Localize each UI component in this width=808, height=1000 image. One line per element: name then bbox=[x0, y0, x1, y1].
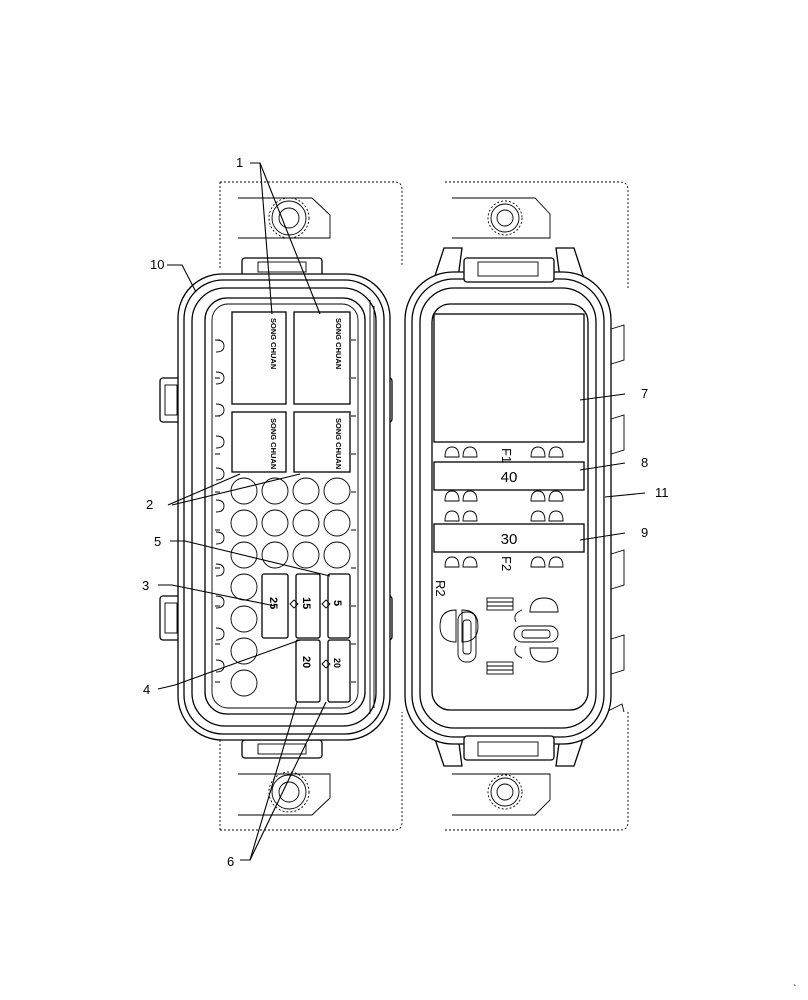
fuse-5-label: 5 bbox=[331, 600, 343, 606]
fuse-cavity bbox=[323, 509, 351, 537]
fuse-cavity bbox=[230, 669, 258, 697]
callout-4: 4 bbox=[143, 682, 150, 697]
fuse-20-left-label: 20 bbox=[300, 656, 312, 668]
wall-notch bbox=[215, 659, 225, 673]
callout-2: 2 bbox=[146, 497, 153, 512]
fuse-40-label: 40 bbox=[501, 469, 518, 486]
fuse-15-label: 15 bbox=[300, 597, 312, 609]
fuse-cavity bbox=[292, 541, 320, 569]
pin-slot bbox=[444, 510, 460, 522]
wall-notch bbox=[215, 371, 225, 385]
fuse-cavity bbox=[292, 477, 320, 505]
pin-slot bbox=[548, 446, 564, 458]
pin-slot bbox=[530, 490, 546, 502]
connector-symbols bbox=[439, 597, 559, 675]
wall-notch bbox=[215, 627, 225, 641]
label-window bbox=[433, 313, 585, 443]
left-mounting-bracket bbox=[219, 181, 403, 831]
wall-notch bbox=[215, 403, 225, 417]
fuse-40: 40 bbox=[433, 461, 585, 491]
pin-slot bbox=[548, 490, 564, 502]
callout-8: 8 bbox=[641, 455, 648, 470]
fuse-30: 30 bbox=[433, 523, 585, 553]
pin-slot bbox=[462, 556, 478, 568]
callout-6: 6 bbox=[227, 854, 234, 869]
fuse-cavity bbox=[230, 541, 258, 569]
callout-1: 1 bbox=[236, 155, 243, 170]
right-fuse-box-cover: 40 30 F1 F2 R2 bbox=[404, 247, 625, 767]
relay-label: SONG CHUAN bbox=[334, 318, 343, 369]
wall-notch bbox=[215, 339, 225, 353]
fuse-15: 15 bbox=[295, 573, 321, 639]
fuse-5: 5 bbox=[327, 573, 351, 639]
fuse-cavity bbox=[323, 541, 351, 569]
pin-slot bbox=[462, 446, 478, 458]
relay-label: SONG CHUAN bbox=[269, 418, 278, 469]
callout-5: 5 bbox=[154, 534, 161, 549]
callout-10: 10 bbox=[150, 257, 164, 272]
pin-slot bbox=[444, 446, 460, 458]
mark-f2: F2 bbox=[499, 556, 514, 571]
mounting-hole-top-right bbox=[490, 203, 520, 233]
left-fuses: 25 15 5 20 20 bbox=[261, 573, 351, 703]
relay-top-right: SONG CHUAN bbox=[293, 311, 351, 405]
fuse-20-left: 20 bbox=[295, 639, 321, 703]
left-side-notches bbox=[215, 339, 225, 673]
pin-slot bbox=[462, 490, 478, 502]
pin-slot bbox=[530, 556, 546, 568]
relay-label: SONG CHUAN bbox=[334, 418, 343, 469]
callout-numbers: 1 2 3 4 5 6 7 8 9 10 11 ` bbox=[142, 155, 796, 995]
wall-notch bbox=[215, 435, 225, 449]
corner-mark: ` bbox=[793, 983, 796, 995]
wall-notch bbox=[215, 531, 225, 545]
fuse-30-label: 30 bbox=[501, 531, 518, 548]
fuse-20-right-label: 20 bbox=[332, 658, 342, 668]
pin-slot bbox=[548, 556, 564, 568]
relay-group: SONG CHUAN SONG CHUAN SONG CHUAN SONG CH… bbox=[231, 311, 351, 473]
fuse-25-label: 25 bbox=[267, 597, 279, 609]
right-mounting-bracket bbox=[445, 181, 629, 831]
pin-slot bbox=[530, 510, 546, 522]
callout-9: 9 bbox=[641, 525, 648, 540]
mark-f1: F1 bbox=[499, 448, 514, 463]
relay-label: SONG CHUAN bbox=[269, 318, 278, 369]
fuse-cavity bbox=[230, 605, 258, 633]
mark-r2: R2 bbox=[433, 580, 448, 597]
mounting-hole-bottom-right bbox=[490, 777, 520, 807]
pin-slot bbox=[548, 510, 564, 522]
callout-11: 11 bbox=[655, 485, 669, 500]
fuse-cavity bbox=[323, 477, 351, 505]
callout-7: 7 bbox=[641, 386, 648, 401]
mounting-hole-bottom-left bbox=[271, 774, 307, 810]
cover-pin-slots bbox=[444, 446, 564, 568]
pin-slot bbox=[530, 446, 546, 458]
fuse-cavity bbox=[230, 637, 258, 665]
pin-slot bbox=[462, 510, 478, 522]
pin-slot bbox=[444, 556, 460, 568]
wall-notch bbox=[215, 595, 225, 609]
relay-top-left: SONG CHUAN bbox=[231, 311, 287, 405]
fuse-cavity bbox=[261, 509, 289, 537]
fuse-cavity bbox=[261, 477, 289, 505]
fuse-20-right: 20 bbox=[327, 639, 351, 703]
relay-bottom-left: SONG CHUAN bbox=[231, 411, 287, 473]
leader-lines bbox=[157, 162, 646, 861]
wall-notch bbox=[215, 563, 225, 577]
fuse-cavity bbox=[261, 541, 289, 569]
wall-notch bbox=[215, 499, 225, 513]
callout-3: 3 bbox=[142, 578, 149, 593]
wall-notch bbox=[215, 467, 225, 481]
relay-bottom-right: SONG CHUAN bbox=[293, 411, 351, 473]
pin-slot bbox=[444, 490, 460, 502]
fuse-cavity bbox=[292, 509, 320, 537]
fuse-cavity bbox=[230, 509, 258, 537]
